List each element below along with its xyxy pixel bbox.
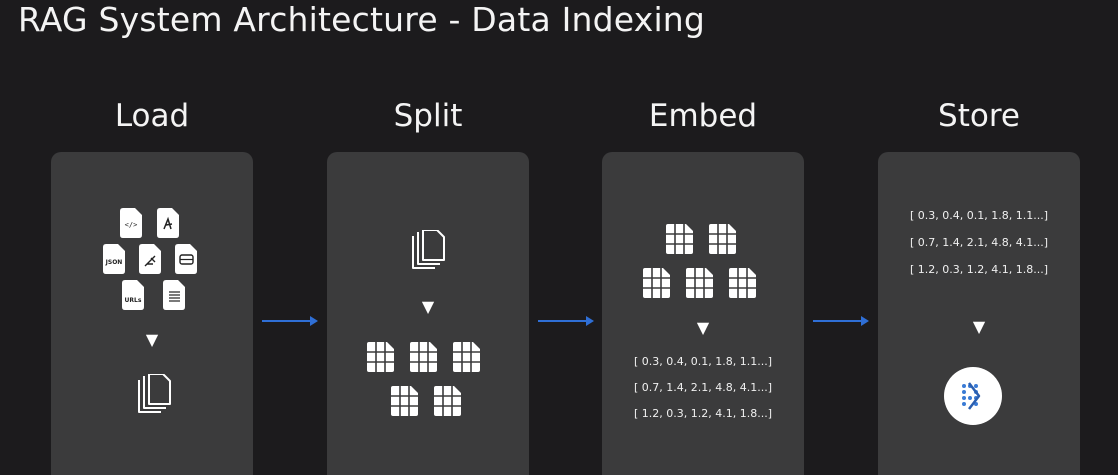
json-file-label: JSON	[105, 259, 123, 266]
chunk-grid-group	[643, 224, 756, 298]
chunk-grid-icon	[453, 342, 480, 372]
store-down-arrow: ▼	[972, 317, 986, 336]
stage-label-load: Load	[114, 98, 190, 134]
chunk-grid-icon	[666, 224, 693, 254]
chunk-grid-icon	[643, 268, 670, 298]
chunk-grid-icon	[434, 386, 461, 416]
chunk-grid-icon	[367, 342, 394, 372]
chunk-grid-icon	[391, 386, 418, 416]
chunk-grid-icon	[686, 268, 713, 298]
url-file-icon: URLs	[122, 280, 144, 310]
chunk-grid-icon	[729, 268, 756, 298]
image-file-icon	[139, 244, 161, 274]
vector-store-logo	[944, 367, 1002, 425]
load-down-arrow: ▼	[145, 330, 159, 349]
stage-label-embed: Embed	[648, 98, 758, 134]
document-stack-icon	[412, 230, 445, 269]
embed-vector-row-1: [ 0.3, 0.4, 0.1, 1.8, 1.1...]	[633, 355, 772, 368]
embed-vector-row-3: [ 1.2, 0.3, 1.2, 4.1, 1.8...]	[633, 407, 772, 420]
embed-panel: ▼ [ 0.3, 0.4, 0.1, 1.8, 1.1...] [ 0.7, 1…	[602, 152, 804, 475]
table-file-icon	[175, 244, 197, 274]
code-file-label: </>	[125, 221, 138, 229]
chunk-grid-icon	[410, 342, 437, 372]
flow-arrow-split-embed	[538, 316, 594, 326]
stage-label-store: Store	[938, 98, 1020, 134]
code-file-icon: </>	[120, 208, 142, 238]
store-vector-row-3: [ 1.2, 0.3, 1.2, 4.1, 1.8...]	[909, 263, 1048, 276]
flow-arrow-load-split	[262, 316, 318, 326]
embed-vector-row-2: [ 0.7, 1.4, 2.1, 4.8, 4.1...]	[633, 381, 772, 394]
pdf-file-icon	[157, 208, 179, 238]
url-file-label: URLs	[125, 297, 142, 304]
text-file-icon	[163, 280, 185, 310]
flow-arrow-embed-store	[813, 316, 869, 326]
store-vector-row-1: [ 0.3, 0.4, 0.1, 1.8, 1.1...]	[909, 209, 1048, 222]
diagram-title: RAG System Architecture - Data Indexing	[18, 0, 706, 39]
load-panel: </> JSON URLs	[51, 152, 253, 475]
store-vector-row-2: [ 0.7, 1.4, 2.1, 4.8, 4.1...]	[909, 236, 1048, 249]
embed-down-arrow: ▼	[696, 318, 710, 337]
stage-label-split: Split	[393, 98, 463, 134]
vector-db-icon	[962, 382, 981, 410]
chunk-grid-group	[367, 342, 480, 416]
chunk-grid-icon	[709, 224, 736, 254]
split-down-arrow: ▼	[421, 297, 435, 316]
load-doc-icons: </> JSON URLs	[103, 208, 197, 310]
json-file-icon: JSON	[103, 244, 125, 274]
document-stack-icon	[138, 374, 171, 413]
split-panel: ▼	[327, 152, 529, 475]
store-panel: [ 0.3, 0.4, 0.1, 1.8, 1.1...] [ 0.7, 1.4…	[878, 152, 1080, 475]
